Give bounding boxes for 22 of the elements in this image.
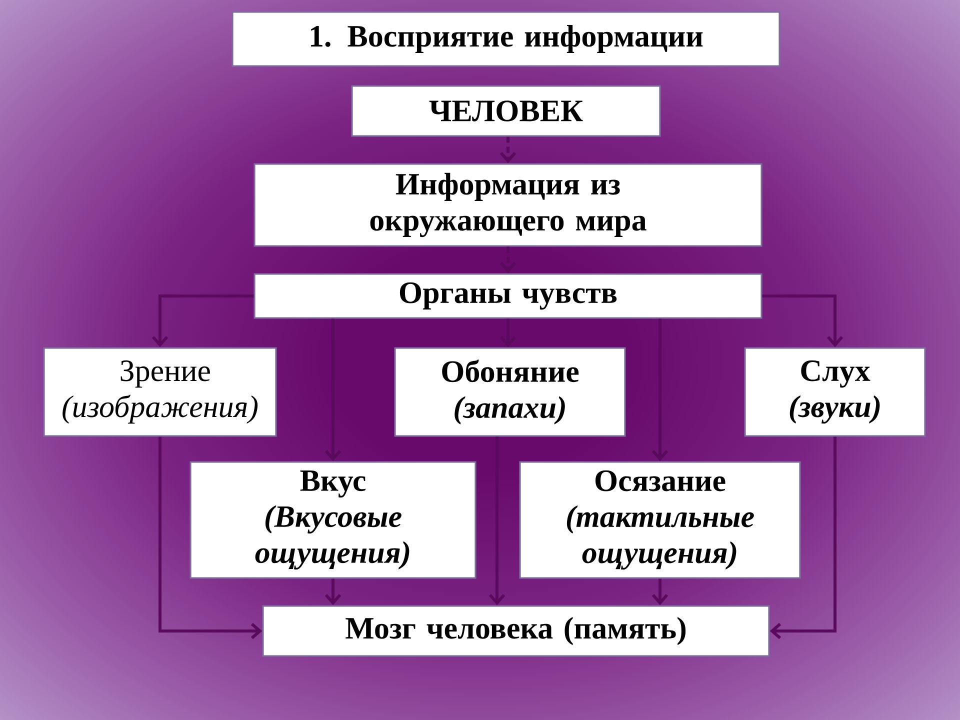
arrow — [324, 318, 342, 462]
process-box: Слух (звуки) — [744, 347, 926, 437]
process-box: Информация из окружающего мира — [254, 163, 762, 247]
process-box: Органы чувств — [254, 273, 762, 319]
arrow — [652, 318, 668, 462]
process-box: Обоняние (запахи) — [394, 347, 626, 437]
arrow — [762, 294, 844, 348]
process-box: Зрение (изображения) — [43, 347, 277, 437]
arrow — [324, 578, 342, 606]
arrow — [152, 294, 254, 348]
arrow — [500, 136, 516, 164]
arrow — [770, 436, 836, 640]
arrow — [500, 246, 516, 274]
process-box: Мозг человека (память) — [262, 605, 770, 657]
arrow — [500, 318, 516, 348]
process-box: Вкус (Вкусовые ощущения) — [190, 461, 476, 579]
process-box: ЧЕЛОВЕК — [351, 85, 661, 137]
process-box: Осязание (тактильные ощущения) — [519, 461, 801, 579]
arrow — [488, 436, 506, 606]
arrow — [158, 436, 262, 640]
title-box: 1. Восприятие информации — [232, 11, 780, 67]
arrow — [652, 578, 668, 606]
